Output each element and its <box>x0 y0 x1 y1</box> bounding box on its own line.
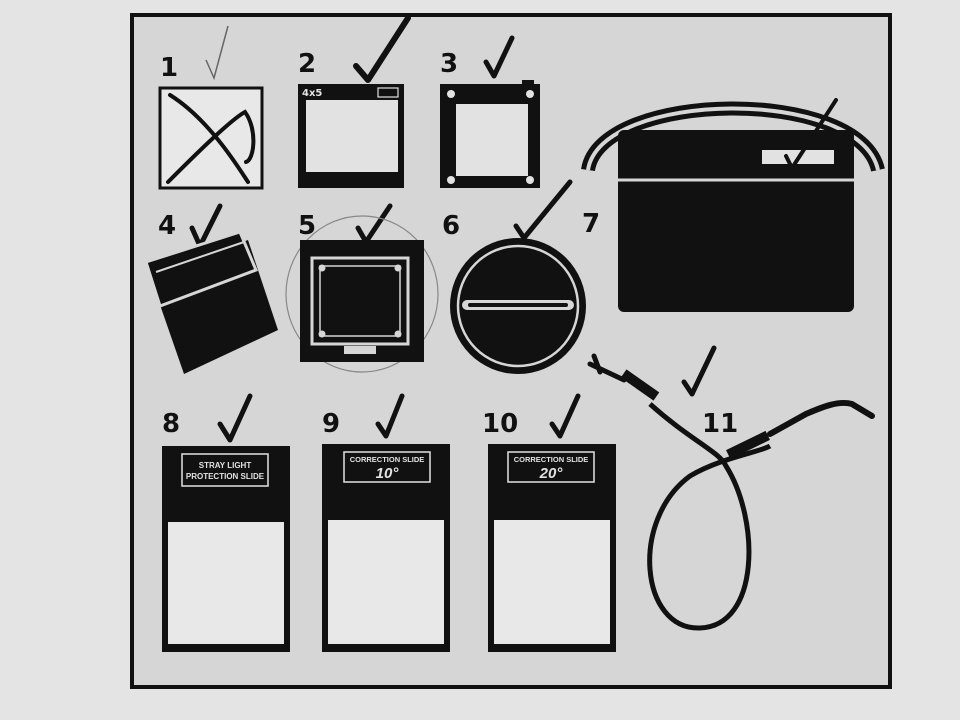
check-mark <box>784 98 838 173</box>
item-number: 2 <box>298 49 316 79</box>
light-tick-mark <box>205 25 229 81</box>
item-number: 5 <box>298 211 316 241</box>
item-number: 1 <box>160 53 178 83</box>
cable-threaded-tip <box>726 430 770 460</box>
item-4: 4 <box>144 203 278 374</box>
check-mark <box>483 35 515 79</box>
item-5: 5 <box>285 203 439 373</box>
check-mark <box>681 345 717 397</box>
format-label: 4x5 <box>302 88 322 99</box>
check-mark <box>217 393 253 443</box>
item-number: 8 <box>162 409 180 439</box>
item-1: 1 <box>158 25 264 190</box>
item-11: 11 <box>587 345 875 631</box>
pencil-circle <box>285 215 439 373</box>
item-number: 4 <box>158 211 176 241</box>
item-3: 3 <box>440 35 540 188</box>
item-number: 9 <box>322 409 340 439</box>
item-10: 10 CORRECTION SLIDE 20° <box>482 393 616 652</box>
item-number: 11 <box>702 409 738 439</box>
slide-label-box <box>507 451 595 483</box>
item-number: 6 <box>442 211 460 241</box>
cross-out-mark <box>166 93 256 184</box>
cable-plunger-head <box>620 369 660 401</box>
cable-lock-key <box>587 353 627 383</box>
item-8: 8 STRAY LIGHT PROTECTION SLIDE <box>162 393 290 652</box>
slide-angle: 10° <box>376 465 400 482</box>
item-number: 3 <box>440 49 458 79</box>
item-7: 7 <box>581 98 885 312</box>
frame-symbol-icon <box>377 87 399 98</box>
check-mark <box>375 393 405 439</box>
slide-title: CORRECTION SLIDE <box>514 455 589 464</box>
check-mark <box>549 393 581 439</box>
slide-label-line2: PROTECTION SLIDE <box>186 472 265 481</box>
item-number: 10 <box>482 409 518 439</box>
slide-title: CORRECTION SLIDE <box>350 455 425 464</box>
check-mark <box>513 179 573 241</box>
slide-angle: 20° <box>539 465 564 482</box>
item-number: 7 <box>582 209 600 239</box>
item-6: 6 <box>442 179 586 374</box>
release-cable <box>647 402 772 631</box>
slide-label-line1: STRAY LIGHT <box>199 461 252 470</box>
item-9: 9 CORRECTION SLIDE 10° <box>322 393 450 652</box>
slide-label-box <box>343 451 431 483</box>
cable-end <box>767 400 875 437</box>
slide-label-box <box>181 453 269 487</box>
check-mark <box>353 15 411 83</box>
item-2: 2 4x5 <box>298 15 411 188</box>
